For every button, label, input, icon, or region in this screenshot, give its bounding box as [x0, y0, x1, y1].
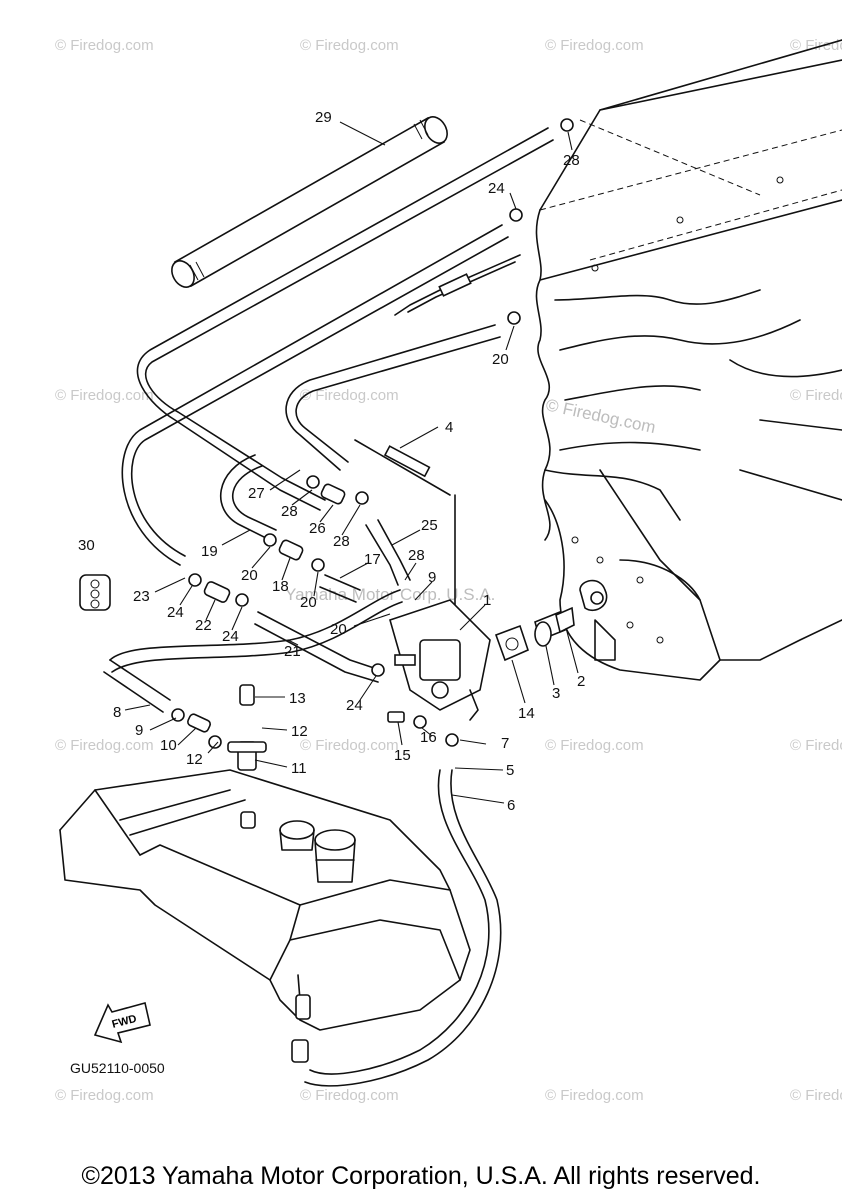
callout-13: 13: [289, 690, 306, 707]
callout-24-top: 24: [488, 180, 505, 197]
callout-20-b: 20: [300, 594, 317, 611]
callout-9-top: 9: [428, 569, 436, 586]
watermark-11: © Firedog.com: [790, 737, 842, 754]
watermark-center: © Firedog.com: [544, 395, 657, 437]
callout-30: 30: [78, 537, 95, 554]
watermark-13: © Firedog.com: [300, 1087, 399, 1104]
callout-21: 21: [284, 643, 301, 660]
watermark-1: © Firedog.com: [55, 37, 154, 54]
callout-4: 4: [445, 419, 453, 436]
callout-17: 17: [364, 551, 381, 568]
callout-28-a: 28: [281, 503, 298, 520]
engine-block: [535, 39, 842, 681]
fuel-pump: [389, 599, 491, 721]
watermark-5: © Firedog.com: [55, 387, 154, 404]
watermark-3: © Firedog.com: [545, 37, 644, 54]
watermark-10: © Firedog.com: [545, 737, 644, 754]
watermark-4: © Firedog.com: [790, 37, 842, 54]
callout-15: 15: [394, 747, 411, 764]
callout-26: 26: [309, 520, 326, 537]
callout-28-top: 28: [563, 152, 580, 169]
part-30-clip: [79, 574, 111, 611]
callout-28-b: 28: [333, 533, 350, 550]
callout-5: 5: [506, 762, 514, 779]
callout-10: 10: [160, 737, 177, 754]
fittings: [187, 483, 575, 829]
callout-14: 14: [518, 705, 535, 722]
callout-24-c: 24: [346, 697, 363, 714]
callout-8: 8: [113, 704, 121, 721]
watermark-2: © Firedog.com: [300, 37, 399, 54]
callout-24-a: 24: [167, 604, 184, 621]
watermark-7: © Firedog.com: [790, 387, 842, 404]
callout-12-b: 12: [186, 751, 203, 768]
diagram-code: GU52110-0050: [70, 1060, 165, 1076]
callout-20-c: 20: [330, 621, 347, 638]
fuel-tank: [59, 769, 471, 1063]
hoses: [103, 127, 554, 1087]
callout-16: 16: [420, 729, 437, 746]
fwd-arrow: FWD: [93, 1002, 151, 1044]
callout-19: 19: [201, 543, 218, 560]
callout-22: 22: [195, 617, 212, 634]
watermark-6: © Firedog.com: [300, 387, 399, 404]
callout-27: 27: [248, 485, 265, 502]
watermark-8: © Firedog.com: [55, 737, 154, 754]
callout-23: 23: [133, 588, 150, 605]
callout-12-a: 12: [291, 723, 308, 740]
callout-20-top: 20: [492, 351, 509, 368]
callout-2: 2: [577, 673, 585, 690]
callout-24-b: 24: [222, 628, 239, 645]
callout-11: 11: [291, 760, 307, 777]
callouts: 29 28 24 4 20 27 28 26 28 25 19 20 18 20…: [78, 109, 585, 814]
watermark-9: © Firedog.com: [300, 737, 399, 754]
callout-25: 25: [421, 517, 438, 534]
callout-18: 18: [272, 578, 289, 595]
callout-7: 7: [501, 735, 509, 752]
callout-1: 1: [483, 592, 491, 609]
leader-lines: [124, 121, 579, 804]
callout-29: 29: [315, 109, 332, 126]
watermark-14: © Firedog.com: [545, 1087, 644, 1104]
watermark-15: © Firedog.com: [790, 1087, 842, 1104]
clamps: [171, 118, 574, 749]
callout-28-c: 28: [408, 547, 425, 564]
watermark-12: © Firedog.com: [55, 1087, 154, 1104]
callout-9: 9: [135, 722, 143, 739]
part-29-tube: [171, 116, 448, 288]
callout-20-a: 20: [241, 567, 258, 584]
callout-6: 6: [507, 797, 515, 814]
callout-3: 3: [552, 685, 560, 702]
copyright-notice: ©2013 Yamaha Motor Corporation, U.S.A. A…: [81, 1162, 761, 1190]
